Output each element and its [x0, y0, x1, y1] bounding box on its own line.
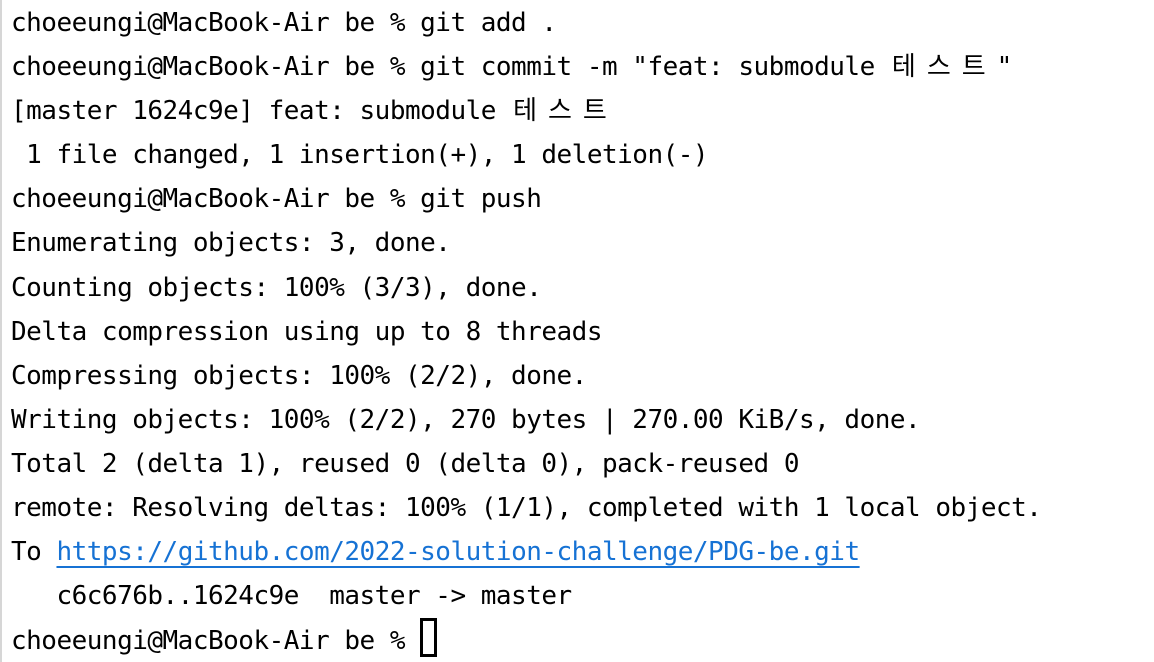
output-text: Writing objects: 100% (2/2), 270 bytes |…	[11, 404, 921, 435]
terminal-line-git-commit: choeeungi@MacBook-Air be % git commit -m…	[11, 45, 1154, 89]
output-text: remote: Resolving deltas: 100% (1/1), co…	[11, 493, 1042, 524]
terminal-line-enumerating: Enumerating objects: 3, done.	[11, 221, 1154, 265]
terminal-line-git-add: choeeungi@MacBook-Air be % git add .	[11, 1, 1154, 45]
commit-summary-text: [master 1624c9e] feat: submodule	[11, 96, 512, 127]
closing-quote: "	[996, 52, 1013, 83]
terminal-line-commit-summary: [master 1624c9e] feat: submodule 테스트	[11, 89, 1154, 133]
output-text: 1 file changed, 1 insertion(+), 1 deleti…	[11, 140, 709, 171]
terminal-line-active-prompt: choeeungi@MacBook-Air be %	[11, 618, 1154, 662]
terminal-line-writing: Writing objects: 100% (2/2), 270 bytes |…	[11, 398, 1154, 442]
terminal-line-remote-resolving: remote: Resolving deltas: 100% (1/1), co…	[11, 486, 1154, 530]
output-text: c6c676b..1624c9e master -> master	[11, 581, 572, 612]
terminal-line-git-push: choeeungi@MacBook-Air be % git push	[11, 177, 1154, 221]
terminal-line-push-target: To https://github.com/2022-solution-chal…	[11, 530, 1154, 574]
output-text: Compressing objects: 100% (2/2), done.	[11, 360, 587, 391]
terminal-line-compressing: Compressing objects: 100% (2/2), done.	[11, 354, 1154, 398]
output-text: Counting objects: 100% (3/3), done.	[11, 272, 542, 303]
prompt-command-text: choeeungi@MacBook-Air be % git push	[11, 184, 542, 215]
korean-commit-message: 테스트	[513, 96, 618, 127]
korean-commit-message: 테스트	[891, 52, 997, 83]
terminal-line-ref-update: c6c676b..1624c9e master -> master	[11, 574, 1154, 618]
output-text: Enumerating objects: 3, done.	[11, 228, 451, 259]
terminal-line-delta-compression: Delta compression using up to 8 threads	[11, 310, 1154, 354]
terminal-line-counting: Counting objects: 100% (3/3), done.	[11, 266, 1154, 310]
shell-prompt-text: choeeungi@MacBook-Air be %	[11, 626, 421, 657]
terminal-line-file-stats: 1 file changed, 1 insertion(+), 1 deleti…	[11, 133, 1154, 177]
prompt-command-text: choeeungi@MacBook-Air be % git add .	[11, 8, 557, 38]
terminal-cursor	[420, 618, 438, 658]
prompt-command-text: choeeungi@MacBook-Air be % git commit -m…	[11, 52, 890, 83]
terminal-line-total: Total 2 (delta 1), reused 0 (delta 0), p…	[11, 442, 1154, 486]
output-text: Delta compression using up to 8 threads	[11, 316, 602, 347]
to-prefix: To	[11, 537, 57, 568]
output-text: Total 2 (delta 1), reused 0 (delta 0), p…	[11, 448, 799, 479]
github-remote-url-link[interactable]: https://github.com/2022-solution-challen…	[56, 537, 860, 568]
